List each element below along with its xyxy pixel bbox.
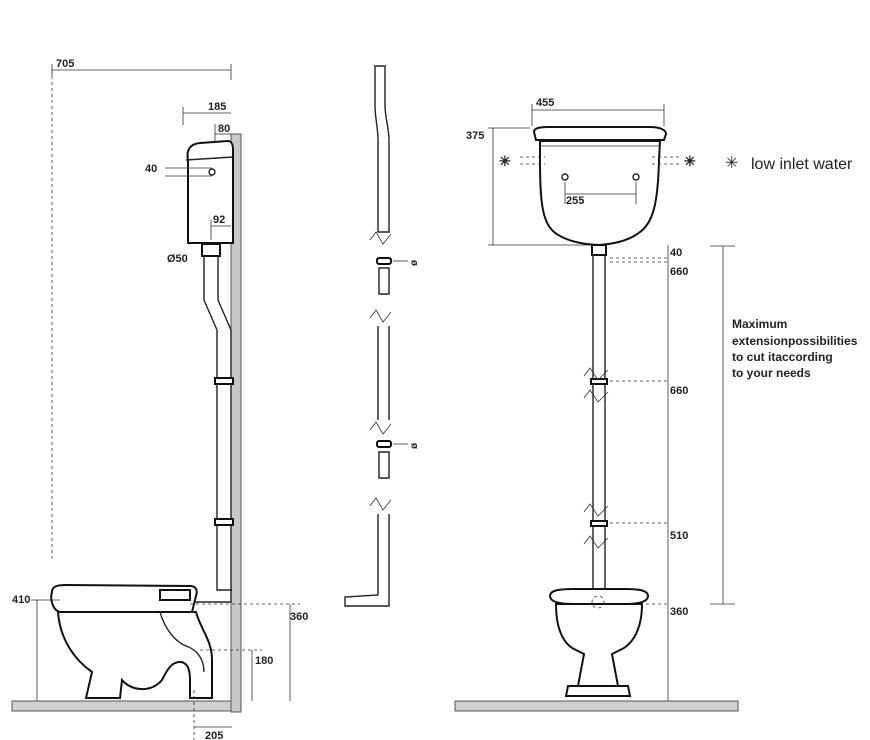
side-pipe-clamp-2 [214, 518, 234, 526]
dim-40-front: 40 [670, 247, 682, 259]
pipe-cut-mark-4 [369, 497, 392, 511]
note-line-4: to your needs [732, 366, 811, 380]
dim-80: 80 [218, 123, 230, 135]
dim-205: 205 [205, 730, 223, 740]
dim-360-side: 360 [290, 611, 308, 623]
front-cut-mark-3 [583, 503, 609, 517]
front-pipe-clamp-1 [590, 378, 608, 385]
inlet-marker-left: ✳ [499, 153, 511, 169]
pipe-top-segment [374, 65, 390, 233]
front-bowl [554, 603, 644, 687]
clamp-label-2: ø [409, 442, 420, 449]
legend-symbol: ✳ [725, 155, 738, 172]
dim-40-side: 40 [145, 163, 157, 175]
dim-660-b: 660 [670, 385, 688, 397]
pipe-cut-mark-2 [369, 309, 392, 323]
dim-diameter-50: Ø50 [167, 253, 188, 265]
legend: ✳ low inlet water [725, 155, 853, 173]
front-bowl-base [564, 685, 632, 697]
pipe-connector-2 [378, 451, 390, 479]
front-cistern-lid [532, 126, 668, 141]
clamp-label-1: ø [409, 259, 420, 266]
side-seat-hinge [159, 589, 191, 601]
dim-92: 92 [213, 214, 225, 226]
note-line-1: Maximum [732, 317, 787, 331]
pipe-connector-1 [378, 267, 390, 295]
side-bowl-base [56, 611, 213, 699]
front-view: 455 375 255 ✳ ✳ [454, 97, 739, 712]
front-cut-mark-4 [583, 535, 609, 549]
front-pipe-clamp-2 [590, 520, 608, 527]
pipe-coupling-1 [376, 257, 392, 265]
dim-410: 410 [12, 594, 30, 606]
front-outlet [591, 595, 605, 609]
pipe-parts-view: ø ø [344, 65, 420, 607]
legend-text: low inlet water [751, 156, 853, 173]
dim-660-a: 660 [670, 266, 688, 278]
side-flush-pipe [190, 244, 232, 603]
front-bowl-seat [548, 588, 650, 605]
side-pipe-clamp-1 [214, 377, 234, 385]
dim-185: 185 [208, 101, 226, 113]
side-view: 705 185 80 40 92 Ø50 [11, 58, 308, 740]
dim-375: 375 [466, 130, 484, 142]
front-fixing-hole-right [632, 173, 640, 181]
front-pipe-connector [591, 244, 607, 256]
dim-510: 510 [670, 530, 688, 542]
pipe-cut-mark-3 [369, 421, 392, 435]
note-line-2: extensionpossibilities [732, 334, 858, 348]
front-cistern-body [539, 140, 662, 247]
note-line-3: to cut itaccording [732, 350, 833, 364]
pipe-coupling-2 [376, 440, 392, 448]
pipe-cut-mark-1 [369, 231, 392, 245]
pipe-mid-segment [377, 326, 390, 420]
pipe-bottom-segment [344, 514, 390, 607]
extension-note: Maximum extensionpossibilities to cut it… [732, 317, 858, 380]
dim-180: 180 [255, 655, 273, 667]
dim-705: 705 [56, 58, 74, 70]
inlet-marker-right: ✳ [684, 153, 696, 169]
side-cistern-lid [185, 156, 234, 161]
side-floor [11, 700, 241, 712]
front-cut-mark-2 [583, 389, 609, 403]
dim-360-front: 360 [670, 606, 688, 618]
side-pipe-connector [201, 243, 221, 257]
front-flush-pipe [592, 255, 606, 600]
dim-455: 455 [536, 97, 554, 109]
front-cut-mark-1 [583, 367, 609, 381]
side-cistern [186, 139, 234, 244]
side-trap [159, 611, 205, 673]
side-inlet-hole [208, 168, 216, 176]
front-fixing-hole-left [561, 173, 569, 181]
dim-255: 255 [566, 195, 584, 207]
front-floor [454, 700, 739, 712]
